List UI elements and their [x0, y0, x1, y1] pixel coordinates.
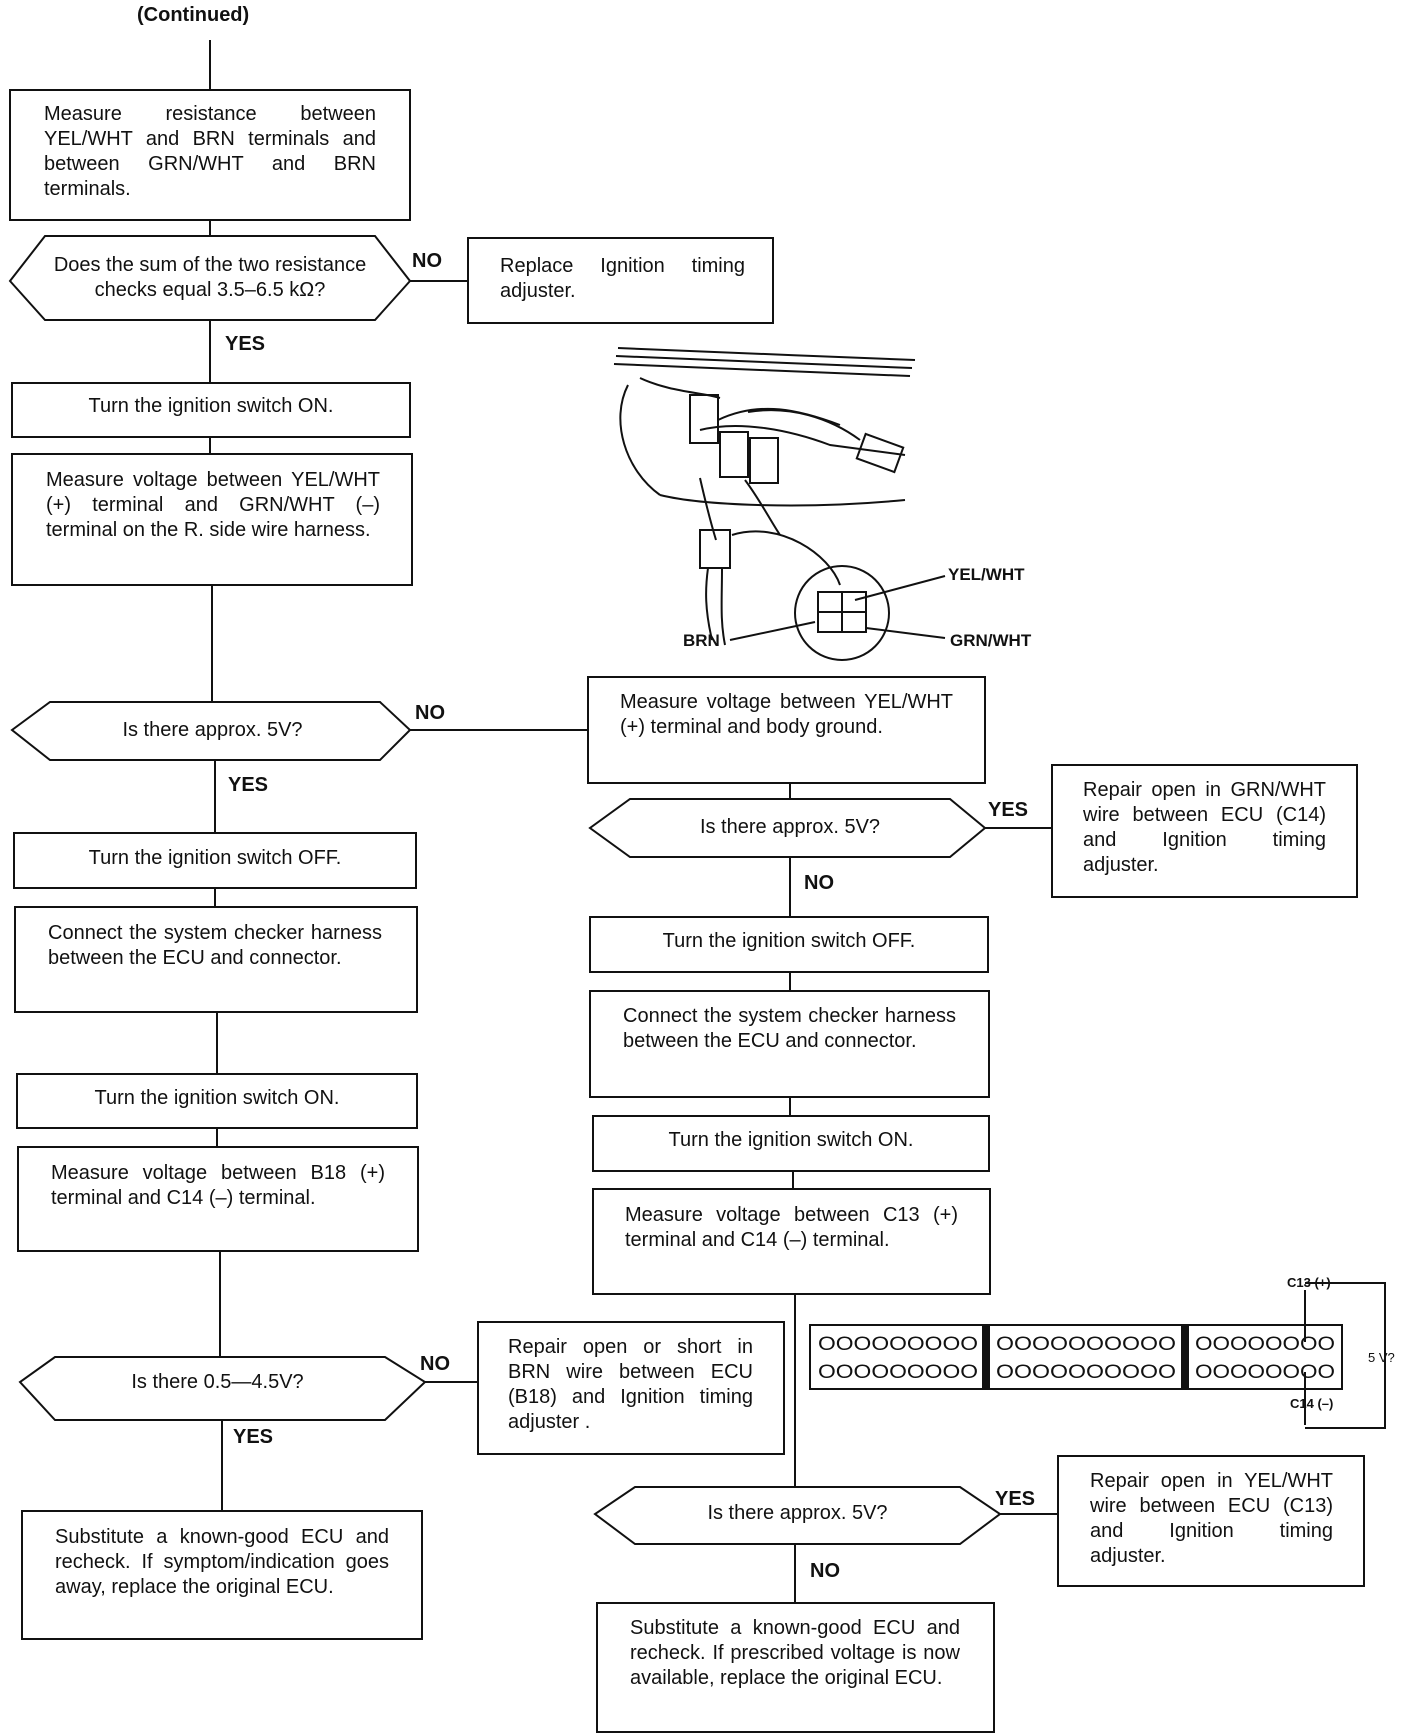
measure-body-box — [587, 676, 986, 784]
decision-5v-diamond-2 — [588, 798, 987, 858]
decision-5v-text-1: Is there approx. 5V? — [122, 719, 303, 741]
decision-5v-diamond-3 — [593, 1486, 1002, 1545]
decision-5v-text-2: Is there approx. 5V? — [699, 816, 881, 838]
ignition-on-text-right: Turn the ignition switch ON. — [668, 1129, 914, 1151]
branch-no-5v-1: NO — [415, 702, 445, 724]
decision-sum-diamond — [8, 235, 412, 321]
label-yel-wht: YEL/WHT — [948, 565, 1025, 584]
decision-sum-text: Does the sum of the two resistance check… — [53, 254, 367, 301]
measure-harness-box — [11, 453, 413, 586]
label-5v: 5 V? — [1368, 1350, 1395, 1365]
measure-body-text: Measure voltage between YEL/WHT (+) term… — [620, 691, 953, 738]
label-c13: C13 (+) — [1287, 1275, 1331, 1290]
ecu-block2-row1: OOOOOOOOOO — [996, 1334, 1176, 1355]
substitute-text-left: Substitute a known-good ECU and recheck.… — [55, 1526, 389, 1598]
branch-yes-5v-3: YES — [995, 1488, 1036, 1510]
substitute-text-right: Substitute a known-good ECU and recheck.… — [630, 1617, 960, 1689]
repair-brn-text: Repair open or short in BRN wire between… — [508, 1336, 753, 1433]
label-brn: BRN — [683, 631, 720, 650]
replace-adjuster-text: Replace Ignition timing adjuster. — [500, 255, 745, 302]
repair-yel-box — [1057, 1455, 1365, 1587]
branch-no-5v-2: NO — [804, 872, 834, 894]
branch-yes-5v-1: YES — [228, 774, 269, 796]
adjuster-connector-illustration — [613, 347, 946, 661]
measure-b18-text: Measure voltage between B18 (+) terminal… — [51, 1162, 385, 1209]
ecu-block2-row2: OOOOOOOOOO — [996, 1362, 1176, 1383]
decision-5v-text-3: Is there approx. 5V? — [707, 1502, 888, 1524]
substitute-box-left — [21, 1510, 423, 1640]
measure-c13-box — [592, 1188, 991, 1295]
decision-045-text: Is there 0.5—4.5V? — [131, 1371, 304, 1393]
repair-grn-box — [1051, 764, 1358, 898]
replace-adjuster-box — [467, 237, 774, 324]
decision-5v-diamond-1 — [10, 701, 412, 761]
ecu-block3-row1: OOOOOOOO — [1195, 1334, 1335, 1355]
repair-grn-text: Repair open in GRN/WHT wire between ECU … — [1083, 779, 1326, 876]
ignition-on-text-1: Turn the ignition switch ON. — [88, 395, 334, 417]
repair-yel-text: Repair open in YEL/WHT wire between ECU … — [1090, 1470, 1333, 1567]
label-grn-wht: GRN/WHT — [950, 631, 1032, 650]
ignition-on-box-left — [16, 1073, 418, 1129]
ecu-connector-illustration — [809, 1282, 1386, 1429]
measure-c13-text: Measure voltage between C13 (+) terminal… — [625, 1204, 958, 1251]
branch-yes-sum: YES — [225, 333, 266, 355]
measure-resistance-box — [9, 89, 411, 221]
connect-checker-box-left — [14, 906, 418, 1013]
ecu-block1-row2: OOOOOOOOO — [818, 1362, 978, 1383]
branch-no-sum: NO — [412, 250, 442, 272]
connect-checker-text-right: Connect the system checker harness betwe… — [623, 1005, 956, 1052]
label-c14: C14 (–) — [1290, 1396, 1334, 1411]
decision-045-diamond — [18, 1356, 427, 1421]
ignition-off-text-left: Turn the ignition switch OFF. — [88, 847, 342, 869]
substitute-box-right — [596, 1602, 995, 1733]
ignition-off-box-left — [13, 832, 417, 889]
measure-resistance-text: Measure resistance between YEL/WHT and B… — [44, 103, 376, 200]
connect-checker-box-right — [589, 990, 990, 1098]
ignition-on-box-1 — [11, 382, 411, 438]
repair-brn-box — [477, 1321, 785, 1455]
ecu-block1-row1: OOOOOOOOO — [818, 1334, 978, 1355]
measure-harness-text: Measure voltage between YEL/WHT (+) term… — [46, 469, 380, 541]
continued-header: (Continued) — [137, 4, 250, 26]
branch-no-5v-3: NO — [810, 1560, 840, 1582]
branch-no-045: NO — [420, 1353, 450, 1375]
ignition-off-text-right: Turn the ignition switch OFF. — [662, 930, 916, 952]
ignition-off-box-right — [589, 916, 989, 973]
ecu-block3-row2: OOOOOOOO — [1195, 1362, 1335, 1383]
ignition-on-text-left: Turn the ignition switch ON. — [94, 1087, 340, 1109]
ignition-on-box-right — [592, 1115, 990, 1172]
branch-yes-045: YES — [233, 1426, 274, 1448]
connect-checker-text-left: Connect the system checker harness betwe… — [48, 922, 382, 969]
branch-yes-5v-2: YES — [988, 799, 1029, 821]
measure-b18-box — [17, 1146, 419, 1252]
